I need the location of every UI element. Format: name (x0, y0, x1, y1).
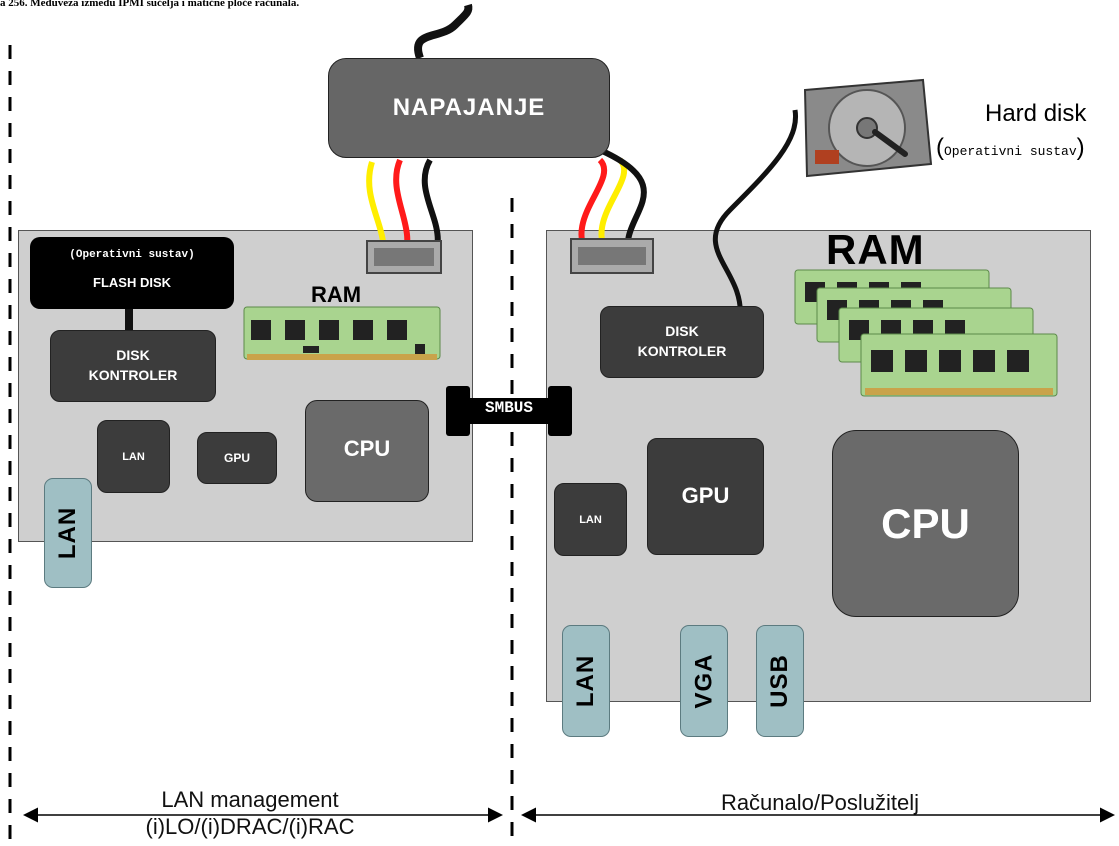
hard-disk-icon (803, 78, 933, 178)
smbus-label: SMBUS (484, 399, 533, 417)
left-disk-controller: DISK KONTROLER (50, 330, 216, 402)
flash-disk-label: FLASH DISK (93, 275, 171, 290)
left-lan-chip: LAN (97, 420, 170, 493)
flash-disk-os-label: (Operativni sustav) (69, 249, 195, 261)
lan-management-subtitle: (i)LO/(i)DRAC/(i)RAC (145, 814, 355, 840)
figure-caption: a 256. Međuveza između IPMI sučelja i ma… (0, 0, 300, 9)
right-usb-port: USB (756, 625, 804, 737)
left-ram-label: RAM (311, 282, 362, 307)
right-disk-controller: DISK KONTROLER (600, 306, 764, 378)
hard-disk-os-note: (Operativni sustav) (936, 134, 1085, 162)
power-supply-label: NAPAJANJE (392, 94, 546, 121)
left-disk-controller-line1: DISK (116, 347, 150, 364)
right-power-connector (570, 238, 654, 274)
right-gpu-chip-label: GPU (681, 483, 730, 508)
hard-disk-title: Hard disk (985, 100, 1087, 127)
left-gpu-chip: GPU (197, 432, 277, 484)
right-disk-controller-line1: DISK (665, 323, 699, 340)
server-label: Računalo/Poslužitelj (720, 790, 920, 815)
right-ram-modules (794, 269, 1058, 397)
left-gpu-chip-label: GPU (223, 451, 250, 465)
right-cpu-chip-label: CPU (881, 499, 970, 547)
right-lan-chip: LAN (554, 483, 627, 556)
right-disk-controller-line2: KONTROLER (637, 343, 727, 359)
right-cpu-chip: CPU (832, 430, 1019, 617)
hard-disk-os-close-paren: ) (1076, 134, 1085, 161)
hard-disk-cable (713, 109, 799, 319)
lan-management-label: LAN management (i)LO/(i)DRAC/(i)RAC (60, 787, 440, 840)
right-gpu-chip: GPU (647, 438, 764, 555)
left-power-connector (366, 240, 442, 274)
left-lan-port: LAN (44, 478, 92, 588)
left-lan-chip-label: LAN (122, 450, 145, 463)
flash-disk-link (125, 309, 133, 331)
right-ram-label: RAM (826, 226, 925, 273)
hard-disk-os-label: Operativni sustav (944, 144, 1077, 159)
right-vga-port: VGA (680, 625, 728, 737)
left-cpu-chip-label: CPU (343, 436, 391, 461)
right-lan-chip-label: LAN (579, 513, 602, 526)
hard-disk-os-open-paren: ( (936, 134, 944, 161)
left-cpu-chip: CPU (305, 400, 429, 502)
left-ram-module (243, 306, 441, 360)
right-ram-module-4 (860, 333, 1058, 397)
left-disk-controller-line2: KONTROLER (88, 367, 178, 383)
smbus-connector (446, 386, 572, 436)
lan-management-title: LAN management (161, 787, 339, 812)
power-supply-box: NAPAJANJE (328, 58, 610, 158)
flash-disk: (Operativni sustav) FLASH DISK (30, 237, 234, 309)
mains-cable (414, 3, 473, 60)
right-lan-port: LAN (562, 625, 610, 737)
